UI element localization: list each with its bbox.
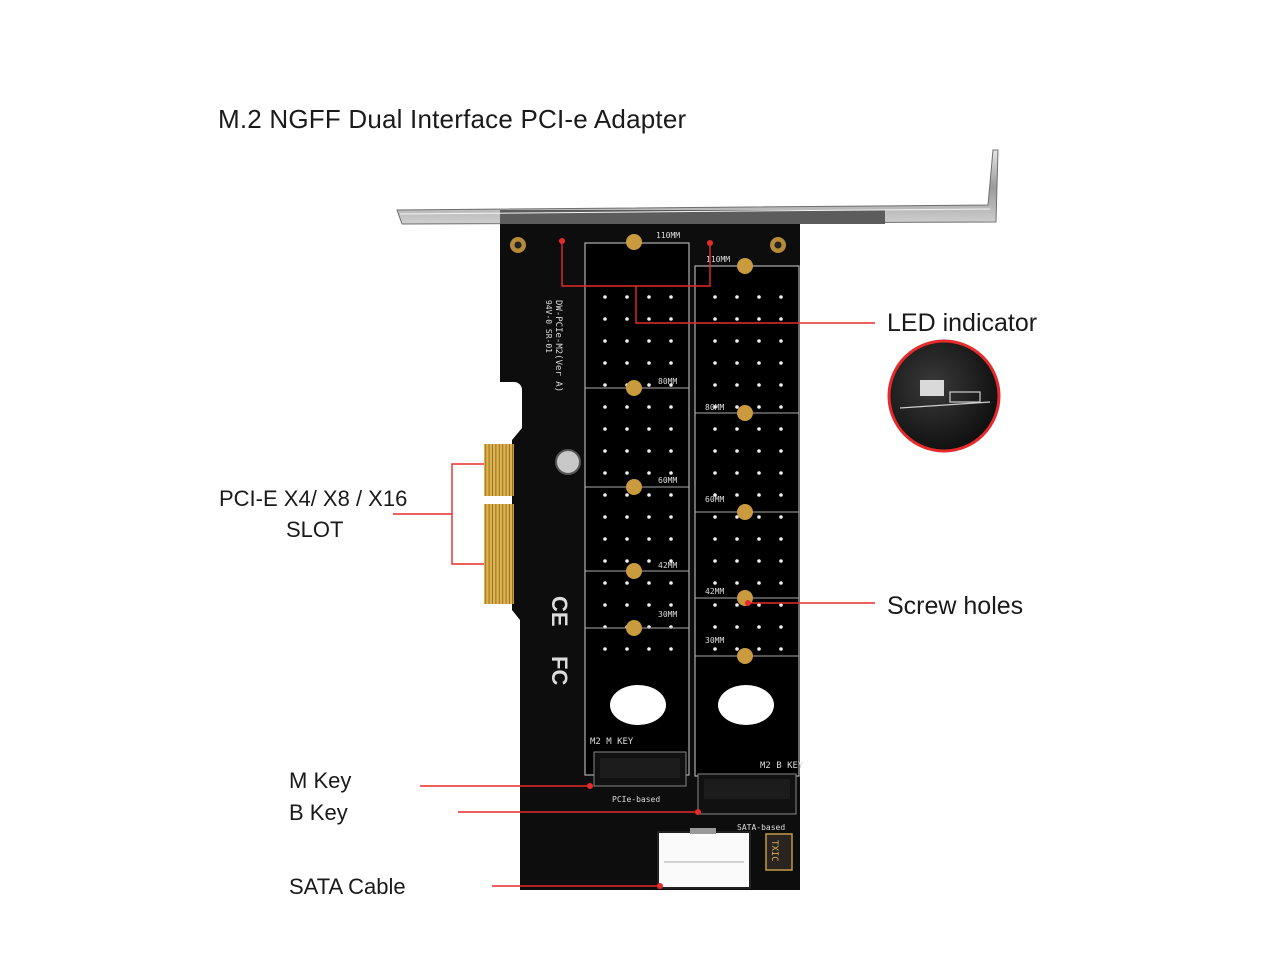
m-key-slot-area: [584, 234, 690, 787]
len-42-left: 42MM: [658, 561, 677, 570]
model-line-1: DW-PCIe-M2(Ver A): [553, 300, 563, 392]
sata-connector: [657, 828, 751, 889]
page-title: M.2 NGFF Dual Interface PCI-e Adapter: [218, 104, 687, 134]
ce-mark: CE: [547, 596, 572, 627]
callout-lines: [393, 241, 875, 887]
len-30-left: 30MM: [658, 610, 677, 619]
led-indicator-label: LED indicator: [887, 309, 1038, 337]
pcie-slot-label-line1: PCI-E X4/ X8 / X16: [219, 486, 408, 511]
len-60-left: 60MM: [658, 476, 677, 485]
len-110-left: 110MM: [656, 231, 680, 240]
chip-label: TXIC: [769, 840, 779, 862]
len-42-right: 42MM: [705, 587, 724, 596]
screw-holes-label: Screw holes: [887, 592, 1024, 620]
len-80-left: 80MM: [658, 377, 677, 386]
sata-cable-label: SATA Cable: [289, 874, 406, 899]
pcie-gold-fingers-short: [484, 444, 514, 496]
b-key-label: B Key: [289, 800, 348, 825]
m-key-silkscreen: M2 M KEY: [590, 737, 634, 747]
m-key-label: M Key: [289, 768, 352, 793]
model-line-2: 94V-0 SR-01: [544, 300, 553, 353]
len-60-right: 60MM: [705, 495, 724, 504]
fc-mark: FC: [547, 656, 572, 685]
len-110-right: 110MM: [706, 255, 730, 264]
pcie-based-label: PCIe-based: [612, 795, 660, 804]
b-key-slot-area: [694, 258, 800, 815]
capacitor: [555, 449, 581, 475]
pcie-gold-fingers-long: [484, 504, 514, 604]
len-30-right: 30MM: [705, 636, 724, 645]
pcie-slot-label-line2: SLOT: [286, 517, 344, 542]
led-zoom-inset: [887, 339, 1001, 453]
chip: [765, 833, 793, 871]
b-key-silkscreen: M2 B KEY: [760, 761, 804, 771]
metal-bracket: [396, 149, 999, 225]
len-80-right: 80MM: [705, 403, 724, 412]
sata-based-label: SATA-based: [737, 823, 785, 832]
